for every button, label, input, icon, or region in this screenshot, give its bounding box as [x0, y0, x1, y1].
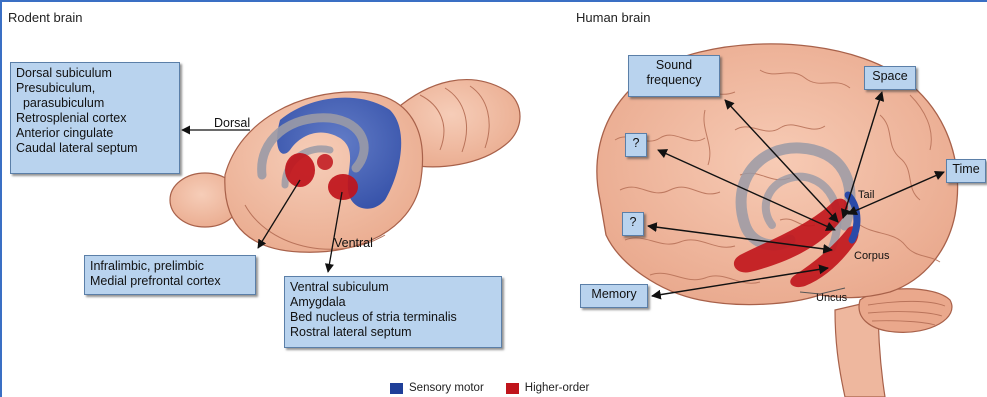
sound-frequency-line: Sound — [633, 58, 715, 73]
dorsal-target-line: Presubiculum, — [16, 81, 174, 96]
ventral-label: Ventral — [334, 236, 373, 250]
ventral-target-line: Amygdala — [290, 295, 496, 310]
unknown-function-box-2: ? — [622, 212, 644, 236]
sound-frequency-line: frequency — [633, 73, 715, 88]
rodent-brain — [170, 80, 520, 253]
legend-label-sensory: Sensory motor — [409, 382, 484, 394]
ventral-targets-box: Ventral subiculum Amygdala Bed nucleus o… — [284, 276, 502, 348]
prefrontal-target-line: Infralimbic, prelimbic — [90, 259, 250, 274]
space-label: Space — [869, 69, 911, 84]
space-box: Space — [864, 66, 916, 90]
ventral-target-line: Bed nucleus of stria terminalis — [290, 310, 496, 325]
sound-frequency-box: Sound frequency — [628, 55, 720, 97]
prefrontal-target-line: Medial prefrontal cortex — [90, 274, 250, 289]
legend-label-higher: Higher-order — [525, 382, 590, 394]
ventral-target-line: Rostral lateral septum — [290, 325, 496, 340]
legend-swatch-sensory — [390, 383, 403, 394]
dorsal-targets-box: Dorsal subiculum Presubiculum, parasubic… — [10, 62, 180, 174]
memory-label: Memory — [585, 287, 643, 302]
question-mark: ? — [627, 215, 639, 230]
uncus-label: Uncus — [816, 292, 847, 304]
corpus-label: Corpus — [854, 250, 889, 262]
unknown-function-box-1: ? — [625, 133, 647, 157]
dorsal-target-line: parasubiculum — [16, 96, 174, 111]
tail-label: Tail — [858, 189, 875, 201]
dorsal-target-line: Retrosplenial cortex — [16, 111, 174, 126]
dorsal-target-line: Dorsal subiculum — [16, 66, 174, 81]
prefrontal-targets-box: Infralimbic, prelimbic Medial prefrontal… — [84, 255, 256, 295]
dorsal-target-line: Anterior cingulate — [16, 126, 174, 141]
memory-box: Memory — [580, 284, 648, 308]
human-panel-title: Human brain — [576, 10, 650, 25]
time-box: Time — [946, 159, 986, 183]
rodent-panel-title: Rodent brain — [8, 10, 82, 25]
dorsal-target-line: Caudal lateral septum — [16, 141, 174, 156]
ventral-target-line: Ventral subiculum — [290, 280, 496, 295]
dorsal-label: Dorsal — [214, 116, 250, 130]
time-label: Time — [951, 162, 981, 177]
legend: Sensory motor Higher-order — [390, 382, 589, 394]
question-mark: ? — [630, 136, 642, 151]
legend-swatch-higher — [506, 383, 519, 394]
